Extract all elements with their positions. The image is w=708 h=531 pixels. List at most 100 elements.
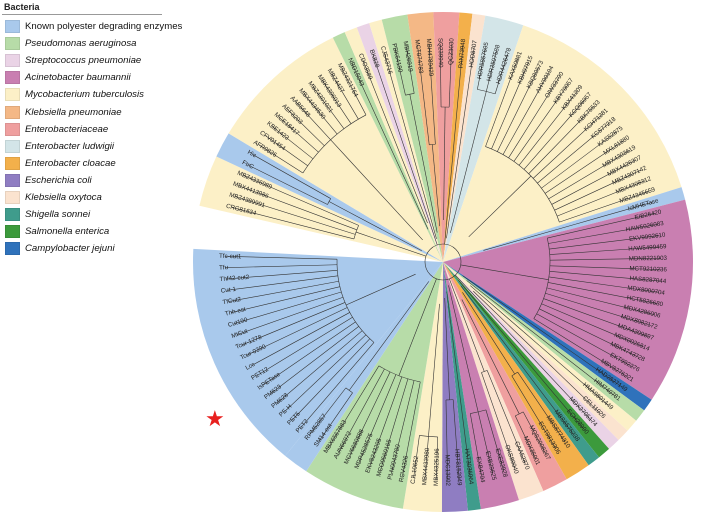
leaf-branch — [234, 196, 356, 235]
leaf-label: RCV4326 — [398, 455, 410, 483]
leaf-label: MDN8221903 — [629, 255, 668, 263]
clade-wedge — [332, 32, 443, 263]
leaf-branch — [546, 287, 655, 315]
leaf-branch — [265, 135, 308, 166]
backbone-branch — [345, 155, 423, 241]
legend-entry: Shigella sonnei — [2, 206, 162, 223]
leaf-label: Tfc-cut1 — [219, 253, 242, 261]
legend-entry: Campylobacter jejuni — [2, 240, 162, 257]
backbone-branch — [433, 166, 441, 227]
leaf-branch — [251, 312, 350, 366]
legend-entry: Streptococcus pneumoniae — [2, 52, 162, 69]
leaf-branch — [341, 68, 367, 116]
leaf-branch — [225, 255, 338, 260]
leaf-label: MBX4433980 — [421, 447, 431, 486]
legend-swatch — [5, 105, 20, 119]
leaf-branch — [561, 376, 601, 414]
leaf-branch — [486, 50, 497, 92]
leaf-branch — [272, 126, 314, 160]
leaf-branch — [380, 378, 409, 471]
backbone-branch — [455, 274, 505, 328]
backbone-branch — [418, 190, 438, 246]
backbone-branch — [412, 154, 437, 239]
leaf-label: HAW5499459 — [628, 243, 667, 253]
clade-stem — [428, 414, 431, 437]
clade-wedge — [344, 27, 443, 263]
leaf-branch — [424, 436, 429, 480]
clade-wedge — [443, 262, 481, 511]
leaf-branch — [417, 45, 430, 145]
leaf-branch — [312, 86, 345, 129]
leaf-label: Cut-1 — [220, 286, 236, 295]
backbone-branch — [470, 285, 524, 332]
clade-stem — [406, 132, 414, 155]
leaf-branch — [548, 276, 659, 293]
leaf-branch — [549, 257, 661, 261]
leaf-label: MCT9210236 — [629, 265, 667, 273]
leaf-branch — [338, 368, 385, 454]
clade-arc — [470, 409, 487, 414]
backbone-branch — [483, 223, 576, 251]
leaf-branch — [284, 334, 367, 412]
leaf-branch — [452, 399, 460, 480]
clade-wedge — [356, 23, 443, 262]
backbone-branch — [449, 278, 477, 351]
clade-stem — [545, 360, 563, 377]
legend-swatch — [5, 122, 20, 136]
leaf-branch — [225, 264, 338, 268]
leaf-branch — [369, 376, 403, 468]
leaf-branch — [469, 413, 482, 477]
tree-branches — [225, 44, 661, 480]
leaf-branch — [238, 185, 357, 231]
legend-label: Acinetobacter baumannii — [25, 72, 131, 84]
legend-entry: Pseudomonas aeruginosa — [2, 35, 162, 52]
leaf-branch — [383, 52, 408, 134]
leaf-branch — [318, 392, 353, 442]
clade-stem — [476, 350, 485, 372]
clade-wedge — [443, 12, 473, 262]
backbone-branch — [348, 211, 422, 252]
clade-wedge — [433, 12, 460, 262]
leaf-branch — [585, 372, 616, 397]
backbone-branch — [430, 303, 440, 415]
leaf-branch — [292, 338, 371, 420]
clade-wedge — [443, 15, 524, 262]
leaf-branch — [351, 63, 397, 160]
leaf-branch — [362, 59, 388, 123]
leaf-branch — [258, 144, 304, 174]
clade-stem — [526, 275, 549, 280]
leaf-label: MDC13092 — [443, 455, 451, 487]
backbone-branch — [444, 182, 451, 245]
leaf-branch — [523, 97, 587, 170]
leaf-label: Lcc — [244, 361, 256, 372]
leaf-branch — [455, 362, 471, 479]
legend-label: Shigella sonnei — [25, 209, 91, 221]
leaf-branch — [372, 55, 413, 171]
legend-swatch — [5, 54, 20, 68]
legend-swatch — [5, 156, 20, 170]
leaf-branch — [300, 342, 375, 428]
legend-entry: Mycobacterium tuberculosis — [2, 86, 162, 103]
clade-wedge — [193, 248, 443, 456]
legend-label: Klebsiella oxytoca — [25, 191, 102, 203]
leaf-branch — [237, 296, 344, 335]
legend-swatch — [5, 190, 20, 204]
legend-swatch — [5, 37, 20, 51]
clade-stem — [450, 160, 453, 183]
backbone-branch — [462, 275, 544, 333]
clade-stem — [524, 358, 540, 377]
leaf-branch — [522, 411, 547, 455]
clade-wedge — [443, 25, 682, 262]
legend-label: Enterobacter ludwigii — [25, 140, 115, 152]
leaf-label: PAN73948 — [458, 38, 468, 69]
leaf-branch — [491, 61, 530, 150]
legend-entry: Escherichia coli — [2, 172, 162, 189]
leaf-branch — [230, 286, 340, 314]
legend-label: Enterobacteriaceae — [25, 123, 109, 135]
leaf-branch — [247, 164, 328, 205]
backbone-branch — [413, 115, 438, 233]
backbone-branch — [468, 191, 516, 238]
backbone-branch — [460, 264, 527, 277]
leaf-branch — [225, 269, 338, 280]
leaf-branch — [445, 399, 448, 480]
